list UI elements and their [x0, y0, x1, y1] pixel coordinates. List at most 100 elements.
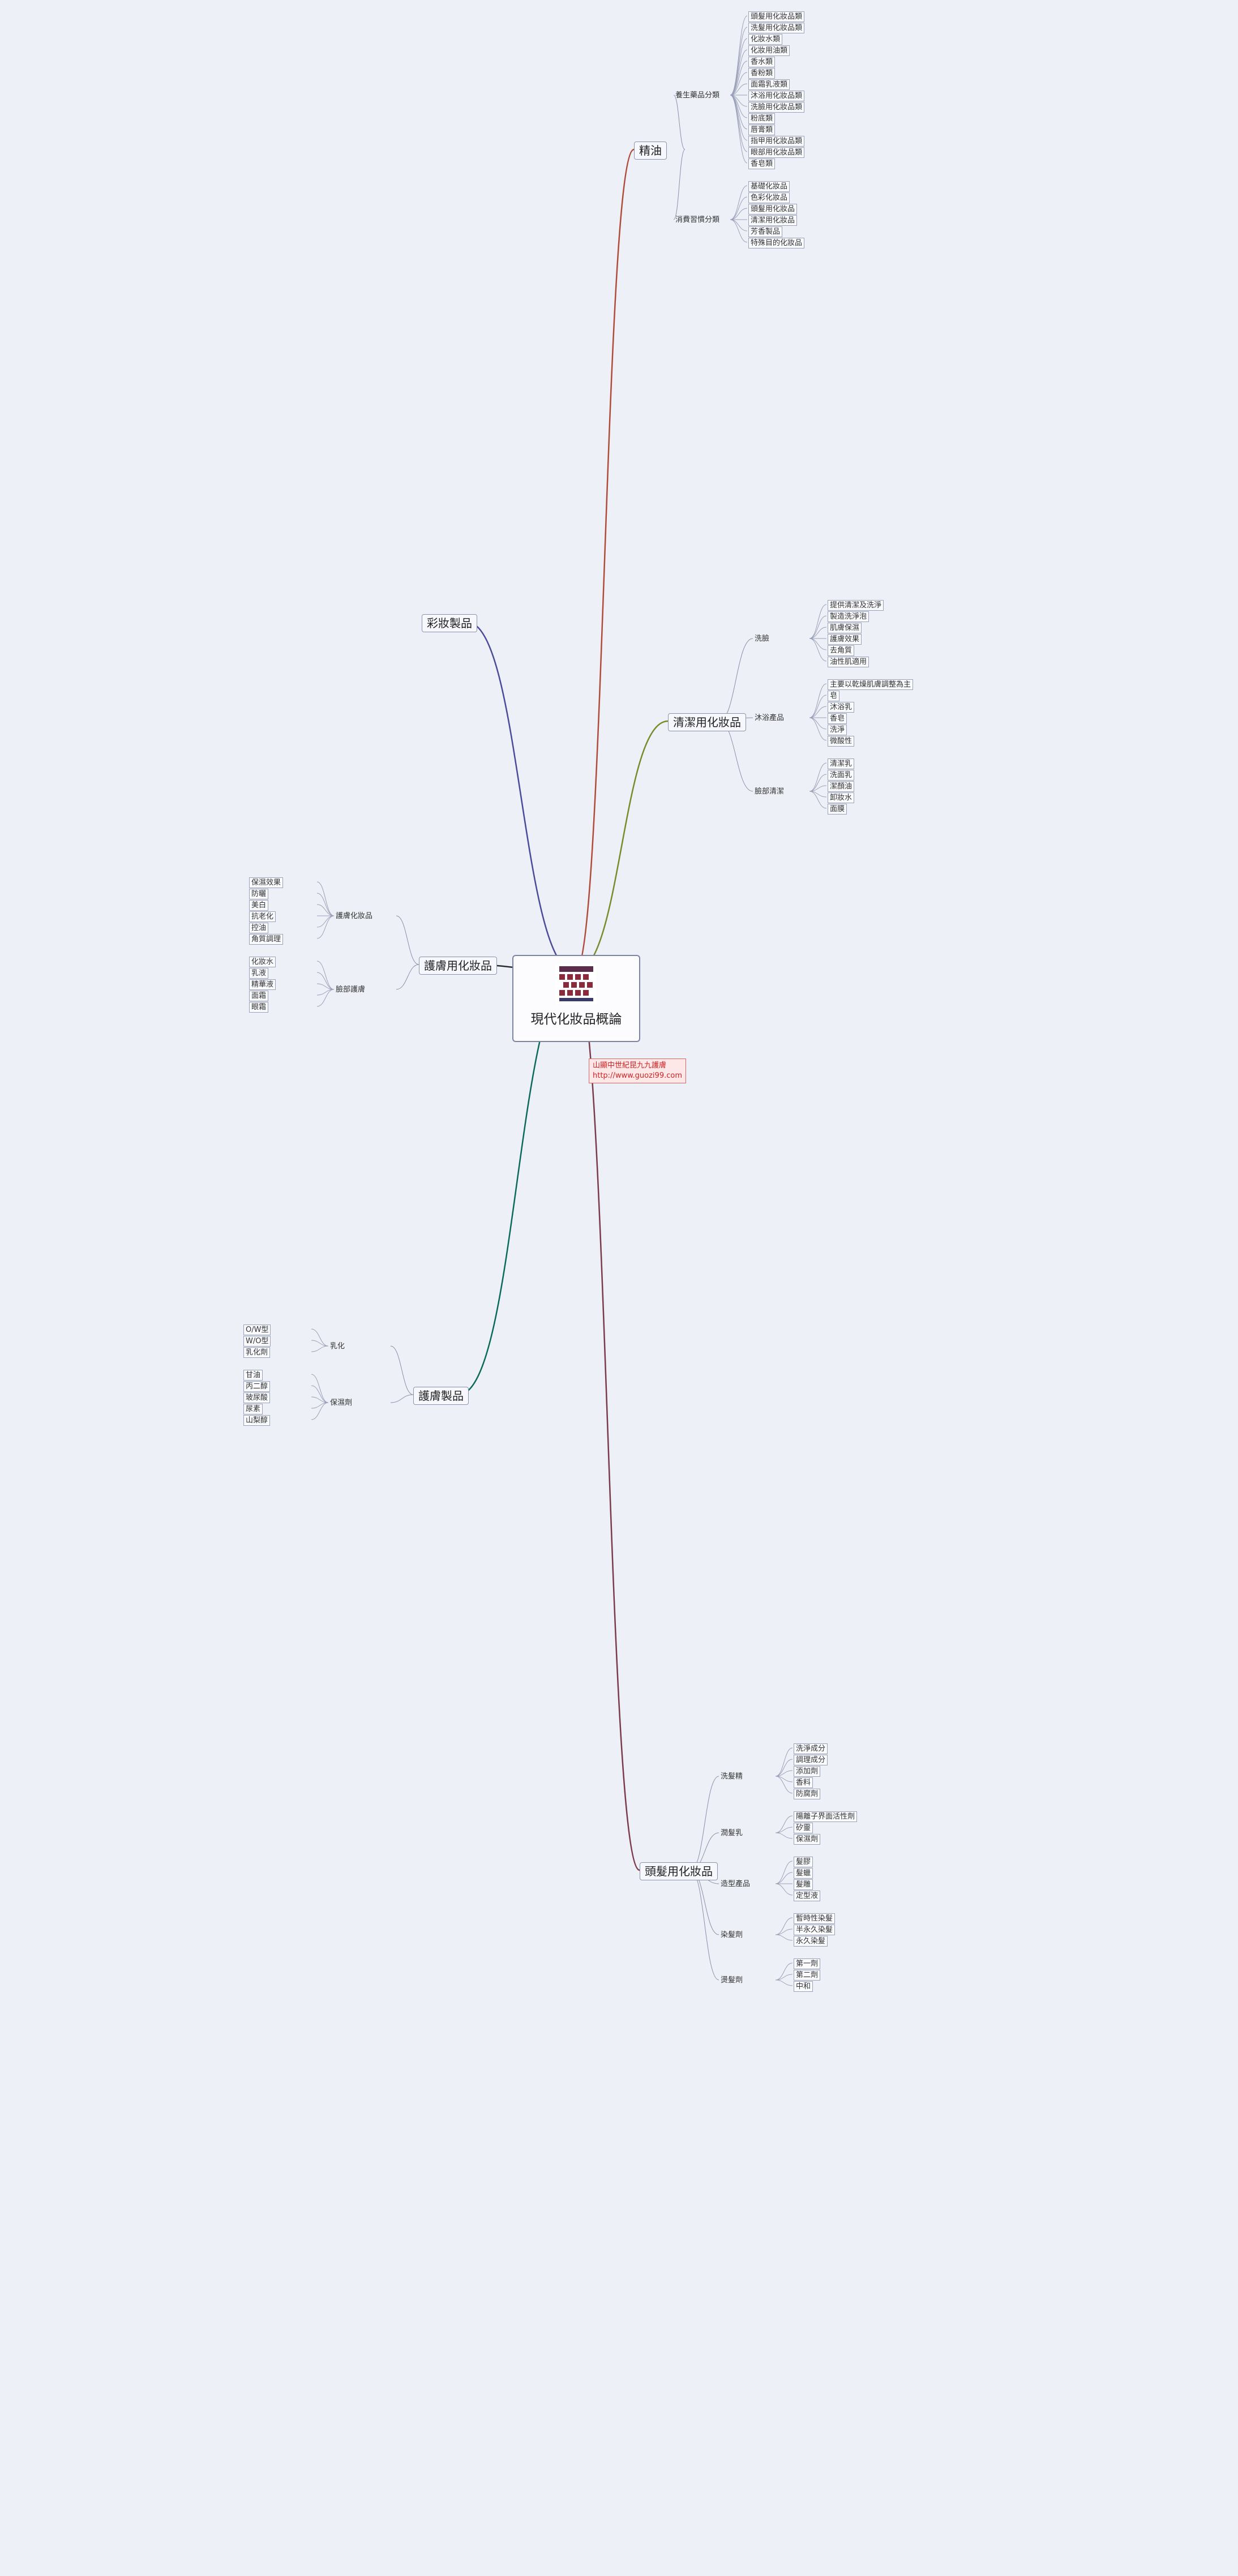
topic-node[interactable]: 微酸性 — [828, 736, 855, 747]
topic-node[interactable]: 沐浴用化妝品類 — [748, 91, 805, 101]
topic-node[interactable]: 精華液 — [249, 979, 276, 990]
topic-node[interactable]: 唇膏類 — [748, 125, 776, 135]
topic-node[interactable]: 保濕效果 — [249, 877, 284, 888]
branch-topic[interactable]: 彩妝製品 — [422, 614, 477, 632]
topic-node[interactable]: 清潔用化妝品 — [748, 215, 798, 226]
topic-node[interactable]: 乳化劑 — [243, 1347, 271, 1358]
topic-node[interactable]: 洗淨成分 — [794, 1743, 828, 1754]
topic-node[interactable]: 抗老化 — [249, 911, 276, 922]
topic-node[interactable]: 提供清潔及洗淨 — [828, 600, 884, 611]
topic-node[interactable]: 玻尿酸 — [243, 1392, 271, 1403]
topic-node[interactable]: 中和 — [794, 1981, 813, 1992]
topic-node[interactable]: 卸妝水 — [828, 792, 855, 803]
topic-node[interactable]: 油性肌適用 — [828, 657, 869, 667]
topic-node[interactable]: 山梨醇 — [243, 1415, 271, 1426]
topic-node[interactable]: 定型液 — [794, 1891, 821, 1901]
topic-node[interactable]: 第一劑 — [794, 1958, 821, 1969]
topic-node[interactable]: 眼霜 — [249, 1002, 269, 1013]
topic-node[interactable]: 乳化 — [330, 1342, 345, 1351]
topic-node[interactable]: 色彩化妝品 — [748, 192, 790, 203]
topic-node[interactable]: 香水類 — [748, 57, 776, 67]
topic-node[interactable]: 添加劑 — [794, 1766, 821, 1777]
topic-node[interactable]: 基礎化妝品 — [748, 181, 790, 192]
topic-node[interactable]: 燙髮劑 — [721, 1976, 743, 1984]
topic-node[interactable]: 護膚效果 — [828, 634, 862, 645]
branch-topic[interactable]: 精油 — [634, 142, 667, 160]
topic-node[interactable]: 角質調理 — [249, 934, 284, 945]
topic-node[interactable]: 染髮劑 — [721, 1931, 743, 1939]
topic-node[interactable]: 化妝水 — [249, 957, 276, 967]
topic-node[interactable]: 面霜 — [249, 991, 269, 1001]
source-note[interactable]: 山顯中世紀昆九九護膚 http://www.guozi99.com — [589, 1058, 686, 1083]
topic-node[interactable]: 化妝用油類 — [748, 45, 790, 56]
topic-node[interactable]: 香粉類 — [748, 68, 776, 79]
topic-node[interactable]: 指甲用化妝品類 — [748, 136, 805, 147]
topic-node[interactable]: 清潔乳 — [828, 758, 855, 769]
branch-topic[interactable]: 護膚製品 — [413, 1387, 469, 1405]
topic-node[interactable]: 沐浴產品 — [755, 714, 785, 722]
topic-node[interactable]: 美白 — [249, 900, 269, 911]
topic-node[interactable]: 髮膠 — [794, 1857, 813, 1867]
topic-node[interactable]: 造型產品 — [721, 1880, 751, 1888]
topic-node[interactable]: 去角質 — [828, 645, 855, 656]
topic-node[interactable]: 甘油 — [243, 1370, 263, 1381]
topic-node[interactable]: 尿素 — [243, 1404, 263, 1415]
topic-node[interactable]: 主要以乾燥肌膚調整為主 — [828, 679, 914, 690]
link — [311, 1396, 329, 1403]
topic-node[interactable]: 防曬 — [249, 889, 269, 899]
topic-node[interactable]: 潔顏油 — [828, 781, 855, 792]
topic-node[interactable]: O/W型 — [243, 1325, 271, 1335]
topic-node[interactable]: 香皂類 — [748, 158, 776, 169]
topic-node[interactable]: 沐浴乳 — [828, 702, 855, 713]
branch-topic[interactable]: 護膚用化妝品 — [419, 957, 497, 975]
branch-topic[interactable]: 頭髮用化妝品 — [640, 1862, 718, 1880]
topic-node[interactable]: 丙二醇 — [243, 1381, 271, 1392]
topic-node[interactable]: 護膚化妝品 — [336, 912, 373, 920]
topic-node[interactable]: 防腐劑 — [794, 1789, 821, 1799]
topic-node[interactable]: 面霜乳液類 — [748, 79, 790, 90]
topic-node[interactable]: 粉底類 — [748, 113, 776, 124]
topic-node[interactable]: 製造洗淨泡 — [828, 611, 869, 622]
topic-node[interactable]: 第二劑 — [794, 1970, 821, 1981]
topic-node[interactable]: 面膜 — [828, 804, 847, 815]
topic-node[interactable]: 化妝水類 — [748, 34, 783, 45]
topic-node[interactable]: 保濕劑 — [794, 1834, 821, 1845]
topic-node[interactable]: 矽靈 — [794, 1823, 813, 1833]
topic-node[interactable]: 香料 — [794, 1777, 813, 1788]
topic-node[interactable]: 乳液 — [249, 968, 269, 979]
topic-node[interactable]: 頭髮用化妝品 — [748, 204, 798, 215]
topic-node[interactable]: 養生藥品分類 — [675, 91, 720, 100]
topic-node[interactable]: 保濕劑 — [330, 1399, 353, 1407]
topic-node[interactable]: 暫時性染髮 — [794, 1913, 836, 1924]
topic-node[interactable]: 芳香製品 — [748, 226, 783, 237]
topic-node[interactable]: W/O型 — [243, 1336, 271, 1347]
topic-node[interactable]: 永久染髮 — [794, 1936, 828, 1947]
topic-node[interactable]: 眼部用化妝品類 — [748, 147, 805, 158]
topic-node[interactable]: 陽離子界面活性劑 — [794, 1811, 858, 1822]
topic-node[interactable]: 洗面乳 — [828, 770, 855, 781]
topic-node[interactable]: 肌膚保濕 — [828, 623, 862, 633]
topic-node[interactable]: 半永久染髮 — [794, 1925, 836, 1935]
topic-node[interactable]: 髮蠟 — [794, 1868, 813, 1879]
topic-node[interactable]: 調理成分 — [794, 1755, 828, 1765]
topic-node[interactable]: 香皂 — [828, 713, 847, 724]
topic-node[interactable]: 潤髮乳 — [721, 1829, 743, 1837]
topic-node[interactable]: 控油 — [249, 923, 269, 933]
topic-node[interactable]: 頭髮用化妝品類 — [748, 11, 805, 22]
topic-node[interactable]: 消費習慣分類 — [675, 216, 720, 224]
link — [775, 1934, 793, 1941]
topic-node[interactable]: 臉部清潔 — [755, 787, 785, 796]
topic-node[interactable]: 臉部護膚 — [336, 985, 366, 994]
topic-node[interactable]: 洗淨 — [828, 725, 847, 735]
topic-node[interactable]: 特殊目的化妝品 — [748, 238, 805, 248]
topic-node[interactable]: 洗臉用化妝品類 — [748, 102, 805, 113]
topic-node[interactable]: 洗髮用化妝品類 — [748, 23, 805, 33]
topic-node[interactable]: 洗臉 — [755, 635, 770, 643]
central-topic[interactable]: 現代化妝品概論 — [512, 955, 640, 1042]
link — [316, 989, 335, 1007]
branch-topic[interactable]: 清潔用化妝品 — [668, 713, 746, 731]
link — [809, 627, 827, 639]
topic-node[interactable]: 髮雕 — [794, 1879, 813, 1890]
topic-node[interactable]: 皂 — [828, 691, 840, 701]
topic-node[interactable]: 洗髮精 — [721, 1772, 743, 1781]
